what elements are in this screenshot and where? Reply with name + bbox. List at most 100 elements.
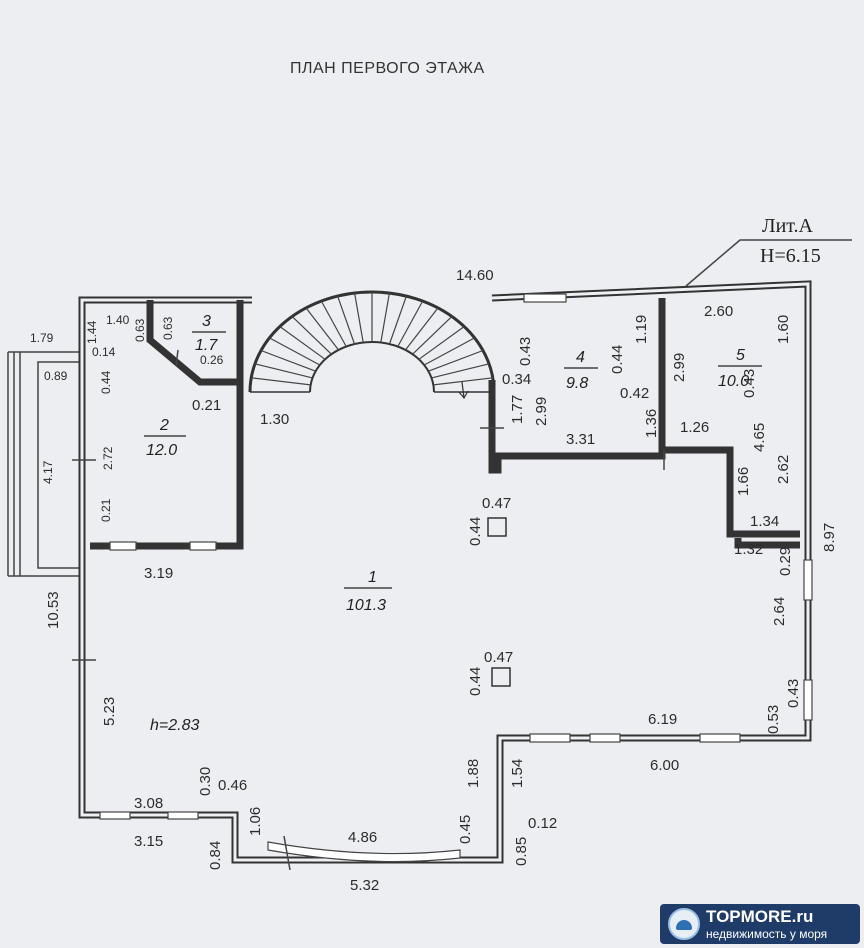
room-labels: 3 1.7 2 12.0 4 9.8 5 10.0 1 101.3 h=2.83 (144, 313, 762, 734)
dimension-labels: 14.60 8.97 10.53 1.79 0.89 4.17 1.44 1.4… (30, 267, 838, 894)
dim-r2-f: 0.21 (99, 498, 113, 522)
ceiling-height: h=2.83 (150, 717, 199, 734)
stair-tread (305, 307, 339, 351)
dim-b-b: 3.08 (134, 795, 163, 812)
stair-tread (251, 377, 311, 386)
dim-porch-a: 0.89 (44, 369, 68, 383)
dim-r5-g: 1.66 (735, 467, 752, 496)
stair-tread (428, 349, 484, 372)
stair-tread (433, 377, 493, 386)
dim-r5-a: 2.60 (704, 303, 733, 320)
dim-r3-b: 0.63 (161, 316, 175, 340)
dim-outer-left: 1.79 (30, 331, 54, 345)
room-2-number: 2 (159, 417, 169, 434)
dim-r4-h: 1.36 (643, 409, 660, 438)
stair-tread (254, 363, 313, 379)
dim-col2-off: 0.44 (467, 667, 484, 696)
room-2-area: 12.0 (146, 442, 177, 459)
stair-tread (260, 349, 316, 372)
lit-height: Н=6.15 (760, 245, 821, 267)
dim-r2-g: 3.19 (144, 565, 173, 582)
dim-r2-d: 0.44 (99, 370, 113, 394)
dim-r3-a: 0.63 (133, 318, 147, 342)
room-5-area: 10.0 (718, 373, 749, 390)
dim-r5-f: 2.62 (775, 455, 792, 484)
dim-left-total: 10.53 (45, 591, 62, 629)
dim-b-j: 0.45 (457, 815, 474, 844)
lit-label: Лит.А (762, 215, 814, 237)
stair-tread (354, 292, 364, 343)
stair-tread (269, 337, 321, 366)
stair-tread (388, 295, 407, 345)
stair-tread (380, 292, 390, 343)
dim-r4-b: 0.34 (502, 371, 531, 388)
dim-r4-c: 1.77 (509, 395, 526, 424)
watermark-logo: TOPMORE.ru недвижимость у моря (660, 904, 860, 944)
stair-tread (337, 295, 356, 345)
dim-rs-b: 0.29 (777, 547, 794, 576)
room-1-area: 101.3 (346, 597, 386, 614)
stair-tread (397, 300, 424, 347)
dim-b-h: 4.86 (348, 829, 377, 846)
dim-r5-h: 1.26 (680, 419, 709, 436)
dim-porch-b: 4.17 (41, 460, 55, 484)
dim-rs-g: 6.00 (650, 757, 679, 774)
windows (99, 293, 813, 863)
stair-tread (320, 300, 347, 347)
dim-b-m: 0.85 (513, 837, 530, 866)
dim-r4-d: 2.99 (533, 397, 550, 426)
stair-tread (423, 337, 475, 366)
room-4-number: 4 (576, 349, 585, 366)
dim-b-k: 1.88 (465, 759, 482, 788)
dim-rs-a: 1.32 (734, 541, 763, 558)
dim-r5-c: 2.99 (671, 353, 688, 382)
dim-r2-b: 1.40 (106, 313, 130, 327)
dim-rs-d: 0.53 (765, 705, 782, 734)
lit-leader-line (685, 239, 852, 287)
dim-r5-b: 1.60 (775, 315, 792, 344)
dim-b-a: 5.23 (101, 697, 118, 726)
stair-tread (405, 307, 439, 351)
right-step-wall (734, 538, 800, 549)
room-5-walls (658, 298, 800, 538)
column-2 (491, 667, 511, 687)
stair-tread (418, 326, 465, 360)
watermark-tagline: недвижимость у моря (706, 927, 828, 941)
stair-tread (431, 363, 490, 379)
dim-b-n: 0.12 (528, 815, 557, 832)
doors (72, 349, 665, 871)
house-icon (668, 908, 700, 940)
dim-r2-c: 0.14 (92, 345, 116, 359)
dim-b-e: 0.46 (218, 777, 247, 794)
stair-tread (291, 315, 332, 355)
dim-r4-e: 1.19 (633, 315, 650, 344)
dim-r4-g: 0.42 (620, 385, 649, 402)
dim-col1-off: 0.44 (467, 517, 484, 546)
dim-col2-size: 0.47 (484, 649, 513, 666)
dim-right-total: 8.97 (821, 523, 838, 552)
column-1 (487, 517, 507, 537)
dim-r4-i: 3.31 (566, 431, 595, 448)
dim-r5-d: 0.43 (741, 369, 758, 398)
room-1-number: 1 (368, 569, 377, 586)
dim-r4-f: 0.44 (609, 345, 626, 374)
stair-tread (279, 326, 326, 360)
dim-col1-size: 0.47 (482, 495, 511, 512)
dim-r3-c: 0.26 (200, 353, 224, 367)
room-5-number: 5 (736, 347, 745, 364)
dim-r5-i: 1.34 (750, 513, 779, 530)
dim-r5-e: 4.65 (751, 423, 768, 452)
dim-r2-h: 0.21 (192, 397, 221, 414)
dim-b-g: 1.06 (247, 807, 264, 836)
dim-r4-a: 0.43 (517, 337, 534, 366)
dim-rs-f: 6.19 (648, 711, 677, 728)
plan-title: ПЛАН ПЕРВОГО ЭТАЖА (290, 60, 485, 77)
dim-b-d: 0.30 (197, 767, 214, 796)
room-3-area: 1.7 (195, 337, 218, 354)
dim-rs-c: 2.64 (771, 597, 788, 626)
dim-stair: 1.30 (260, 411, 289, 428)
dim-r2-e: 2.72 (101, 446, 115, 470)
dim-rs-e: 0.43 (785, 679, 802, 708)
dim-b-i: 5.32 (350, 877, 379, 894)
